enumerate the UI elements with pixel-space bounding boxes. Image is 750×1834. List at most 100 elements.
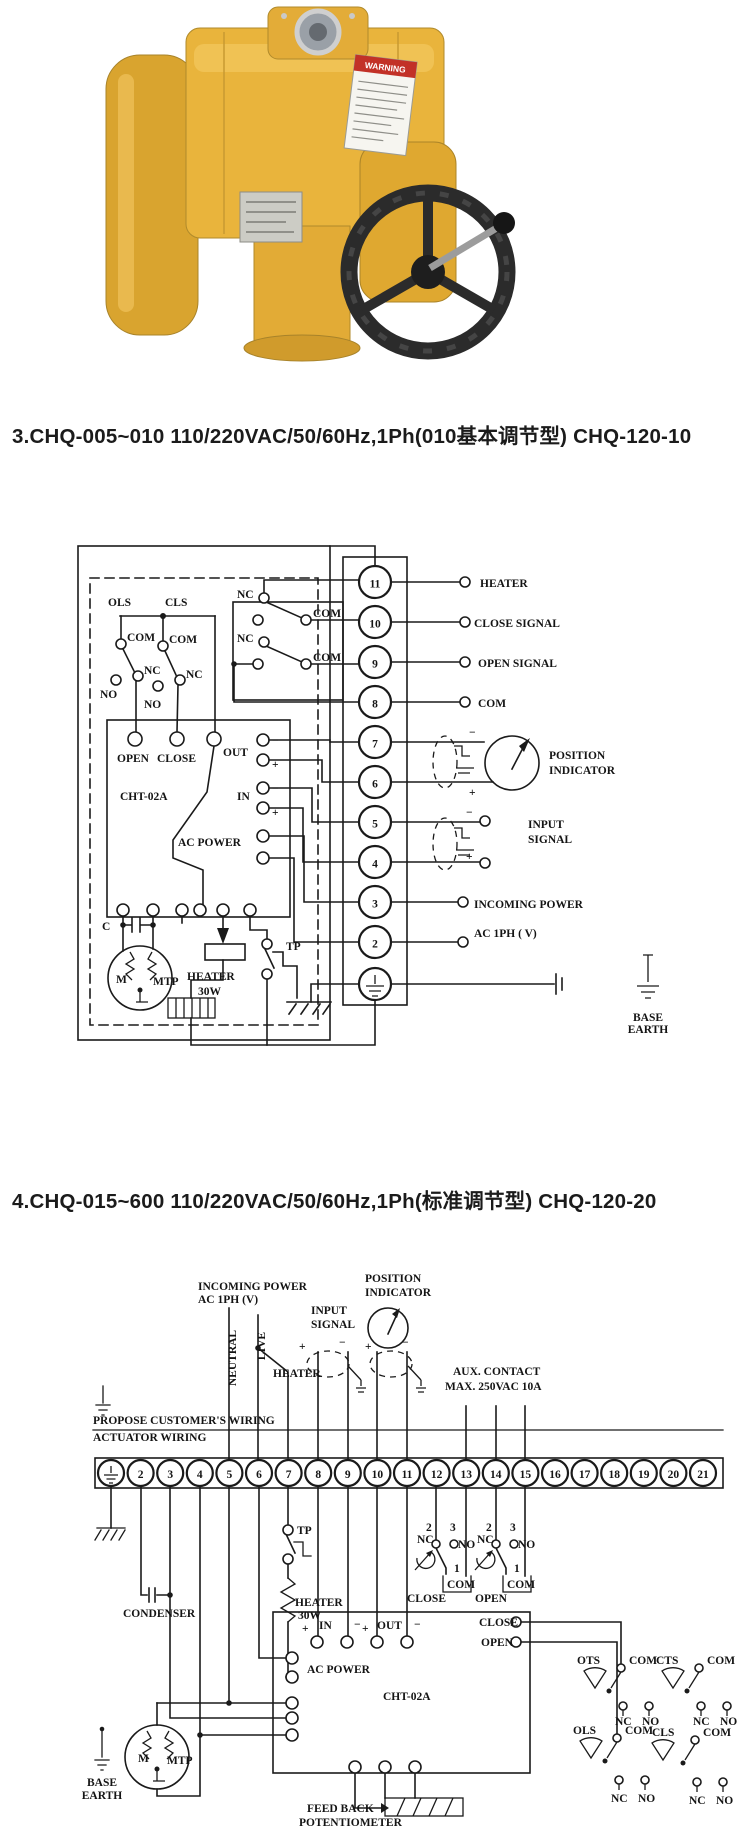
terminal-label-5: 5: [372, 819, 378, 831]
terminal-15: [511, 1458, 540, 1488]
label-minus: −: [272, 735, 279, 747]
label-com: COM: [625, 1725, 653, 1737]
label-incoming-power: INCOMING POWER: [474, 899, 584, 911]
label-heater: HEATER: [273, 1368, 321, 1380]
handwheel: [340, 184, 516, 360]
motor-symbol: [124, 1724, 190, 1790]
terminal-label-18: 18: [608, 1469, 620, 1481]
close-relay-coil: [414, 1550, 436, 1571]
label-com: COM: [507, 1579, 535, 1591]
warning-sticker: WARNING: [343, 54, 418, 157]
terminal-8: [304, 1458, 333, 1488]
earth-terminal: [357, 966, 393, 1002]
label-minus: −: [354, 1619, 361, 1631]
label-signal: SIGNAL: [311, 1319, 355, 1331]
label-potentiometer: POTENTIOMETER: [299, 1817, 403, 1829]
cam-switch-cluster: [579, 1663, 732, 1792]
heater-coil: [167, 997, 216, 1019]
label-com: COM: [127, 632, 155, 644]
label-nc: NC: [186, 669, 203, 681]
label-capacitor: C: [102, 921, 110, 933]
terminal-13: [452, 1458, 481, 1488]
terminal-label-2: 2: [372, 939, 378, 951]
terminal-label-17: 17: [579, 1469, 591, 1481]
label-cls: CLS: [652, 1727, 674, 1739]
label-no: NO: [518, 1539, 535, 1551]
label-close-relay: CLOSE: [407, 1593, 446, 1605]
terminal-label-11: 11: [402, 1469, 413, 1481]
terminal-label-21: 21: [697, 1469, 709, 1481]
label-minus: −: [466, 807, 473, 819]
terminal-label-6: 6: [256, 1469, 262, 1481]
terminal-label-10: 10: [372, 1469, 384, 1481]
label-nc: NC: [693, 1716, 710, 1728]
label-live: LIVE: [256, 1332, 268, 1360]
label-base: BASE: [633, 1012, 663, 1024]
label-nc: NC: [417, 1534, 434, 1546]
terminal-3: [357, 884, 393, 920]
label-out: OUT: [377, 1620, 402, 1632]
position-indicator-meter: [484, 735, 540, 791]
label-ac-1ph: AC 1PH (V): [198, 1294, 258, 1306]
terminal-label-6: 6: [372, 779, 378, 791]
declutch-lever: [428, 212, 515, 272]
label-nc: NC: [237, 633, 254, 645]
terminal-16: [540, 1458, 570, 1488]
label-n1: 1: [514, 1563, 520, 1575]
terminal-11: [357, 564, 393, 600]
terminal-5: [215, 1458, 244, 1488]
label-com: COM: [313, 652, 341, 664]
terminal-8: [357, 684, 393, 720]
terminal-7: [357, 724, 393, 760]
label-ac-power: AC POWER: [178, 837, 242, 849]
label-ots: OTS: [577, 1655, 600, 1667]
label-input: INPUT: [528, 819, 564, 831]
diagram1-components: [107, 576, 659, 1019]
terminal-label-20: 20: [668, 1469, 680, 1481]
label-tp: TP: [297, 1525, 312, 1537]
label-motor: M: [116, 974, 127, 986]
terminal-2: [357, 924, 393, 960]
label-controller: CHT-02A: [383, 1691, 431, 1703]
label-open-signal: OPEN SIGNAL: [478, 658, 557, 670]
terminal-label-3: 3: [167, 1469, 173, 1481]
position-indicator-meter: [367, 1307, 409, 1349]
terminal-7: [274, 1458, 303, 1488]
terminal-label-7: 7: [286, 1469, 292, 1481]
terminal-12: [422, 1458, 451, 1488]
label-base: BASE: [87, 1777, 117, 1789]
terminal-11: [392, 1458, 422, 1488]
label-n3: 3: [510, 1522, 516, 1534]
cable-shield-input: [306, 1350, 350, 1378]
actuator-photo: WARNING: [105, 6, 516, 362]
label-mtp: MTP: [167, 1755, 193, 1767]
label-close-signal: CLOSE SIGNAL: [474, 618, 560, 630]
label-heater-out: HEATER: [480, 578, 528, 590]
label-plus: +: [302, 1623, 309, 1635]
terminal-label-11: 11: [370, 579, 381, 591]
label-heater: HEATER: [187, 971, 235, 983]
terminal-label-3: 3: [372, 899, 378, 911]
label-nc: NC: [144, 665, 161, 677]
label-n2: 2: [486, 1522, 492, 1534]
terminal-4: [357, 844, 393, 880]
label-condenser: CONDENSER: [123, 1608, 196, 1620]
motor-symbol: [107, 945, 173, 1011]
terminal-14: [481, 1458, 510, 1488]
label-minus: −: [414, 1619, 421, 1631]
label-nc: NC: [615, 1716, 632, 1728]
label-aux-rating: MAX. 250VAC 10A: [445, 1381, 542, 1393]
label-nc: NC: [237, 589, 254, 601]
label-heater: HEATER: [295, 1597, 343, 1609]
label-mtp: MTP: [153, 976, 179, 988]
terminal-4: [185, 1458, 214, 1488]
terminal-label-15: 15: [520, 1469, 532, 1481]
terminal-9: [333, 1458, 362, 1488]
shield-earth-2: [454, 827, 474, 856]
cable-shield-1: [432, 735, 458, 789]
earth-terminal: [96, 1458, 126, 1488]
label-no: NO: [642, 1716, 659, 1728]
